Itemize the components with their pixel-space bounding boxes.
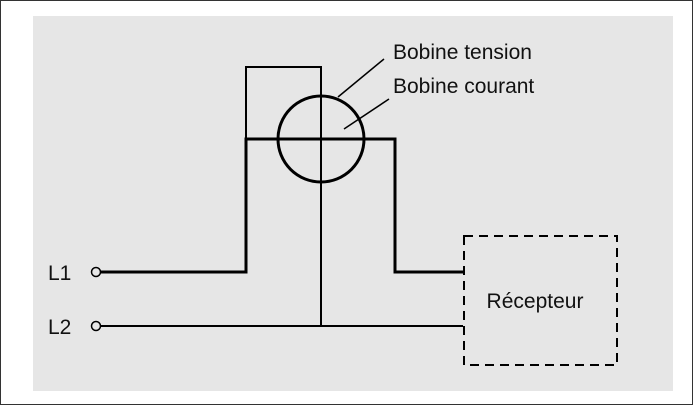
terminal-l1 (90, 266, 102, 278)
label-coil-voltage: Bobine tension (393, 41, 532, 64)
wattmeter-circle (276, 94, 366, 184)
leader-current-coil (343, 98, 390, 130)
leader-voltage-coil (337, 58, 385, 98)
panel-background (33, 16, 673, 391)
label-l2: L2 (48, 316, 71, 339)
label-coil-current: Bobine courant (393, 75, 534, 98)
terminal-l2 (90, 320, 102, 332)
receiver-box (463, 235, 618, 366)
label-receiver: Récepteur (487, 290, 584, 313)
wire-l1-current-path (101, 137, 463, 274)
voltage-coil-loop (245, 66, 322, 326)
label-l1: L1 (48, 262, 71, 285)
